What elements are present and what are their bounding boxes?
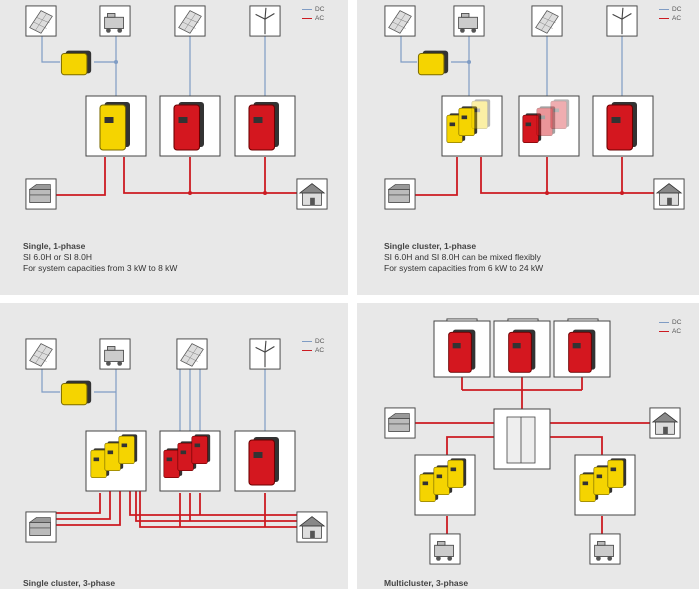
ac-swatch — [659, 330, 669, 333]
diagram-single-cluster-3phase — [25, 338, 328, 543]
legend-dc: DC — [315, 6, 325, 13]
panel-line1: SI 6.0H or SI 8.0H — [23, 252, 92, 262]
generator-icon — [589, 533, 621, 565]
diagram-single-1phase — [25, 5, 328, 210]
legend: DC AC — [302, 337, 324, 355]
inverter-icon — [60, 50, 92, 76]
inverter-icon — [567, 329, 597, 373]
legend-ac: AC — [672, 15, 682, 22]
legend: DC AC — [302, 5, 324, 23]
panel-line1: SI 6.0H and SI 8.0H can be mixed flexibl… — [384, 252, 541, 262]
inverter-icon — [447, 329, 477, 373]
panel-caption: Single, 1-phase SI 6.0H or SI 8.0H For s… — [23, 241, 177, 274]
solar-panel-icon — [25, 338, 57, 370]
solar-panel-icon — [174, 5, 206, 37]
inverter-icon — [99, 101, 131, 151]
wind-turbine-icon — [249, 338, 281, 370]
solar-panel-icon — [25, 5, 57, 37]
generator-icon — [99, 338, 131, 370]
grid-icon — [25, 511, 57, 543]
panel-line2: For system capacities from 3 kW to 8 kW — [23, 263, 178, 273]
panel-caption: Multicluster, 3-phase — [384, 578, 468, 589]
generator-icon — [453, 5, 485, 37]
panel-single-1phase: DC AC Single, 1-phase SI 6.0H or SI 8.0H… — [0, 0, 348, 295]
generator-icon — [99, 5, 131, 37]
inverter-icon — [173, 101, 205, 151]
solar-panel-icon — [176, 338, 208, 370]
legend-dc: DC — [315, 338, 325, 345]
panel-line2: For system capacities from 6 kW to 24 kW — [384, 263, 544, 273]
ac-swatch — [302, 17, 312, 20]
inverter-icon — [118, 434, 138, 464]
legend-ac: AC — [672, 328, 682, 335]
legend: DC AC — [659, 318, 681, 336]
dc-swatch — [659, 8, 669, 11]
panel-caption: Single cluster, 1-phase SI 6.0H and SI 8… — [384, 241, 543, 274]
legend: DC AC — [659, 5, 681, 23]
legend-dc: DC — [672, 6, 682, 13]
panel-title: Multicluster, 3-phase — [384, 578, 469, 588]
switch-cabinet-icon — [493, 408, 551, 470]
house-icon — [653, 178, 685, 210]
legend-ac: AC — [315, 347, 325, 354]
inverter-icon — [606, 101, 638, 151]
panel-single-cluster-3phase: DC AC Single cluster, 3-phase — [0, 303, 348, 589]
house-icon — [296, 178, 328, 210]
grid-icon — [25, 178, 57, 210]
dc-swatch — [302, 340, 312, 343]
inverter-icon — [550, 99, 570, 129]
inverter-icon — [248, 436, 280, 486]
house-icon — [296, 511, 328, 543]
panel-title: Single cluster, 3-phase — [23, 578, 116, 588]
legend-ac: AC — [315, 15, 325, 22]
panel-title: Single cluster, 1-phase — [384, 241, 477, 251]
solar-panel-icon — [384, 5, 416, 37]
inverter-icon — [248, 101, 280, 151]
diagram-multicluster-3phase — [384, 318, 681, 565]
house-icon — [649, 407, 681, 439]
wind-turbine-icon — [249, 5, 281, 37]
ac-swatch — [659, 17, 669, 20]
panel-multicluster-3phase: DC AC Multicluster, 3-phase — [357, 303, 699, 589]
dc-swatch — [302, 8, 312, 11]
dc-swatch — [659, 321, 669, 324]
inverter-icon — [191, 434, 211, 464]
inverter-icon — [507, 329, 537, 373]
inverter-icon — [60, 380, 92, 406]
solar-panel-icon — [531, 5, 563, 37]
ac-swatch — [302, 349, 312, 352]
wind-turbine-icon — [606, 5, 638, 37]
inverter-icon — [471, 99, 491, 129]
diagram-single-cluster-1phase — [384, 5, 685, 210]
panel-single-cluster-1phase: DC AC Single cluster, 1-phase SI 6.0H an… — [357, 0, 699, 295]
inverter-icon — [447, 458, 467, 488]
grid-icon — [384, 178, 416, 210]
legend-dc: DC — [672, 319, 682, 326]
inverter-icon — [417, 50, 449, 76]
inverter-icon — [607, 458, 627, 488]
panel-caption: Single cluster, 3-phase — [23, 578, 115, 589]
generator-icon — [429, 533, 461, 565]
panel-title: Single, 1-phase — [23, 241, 86, 251]
grid-icon — [384, 407, 416, 439]
